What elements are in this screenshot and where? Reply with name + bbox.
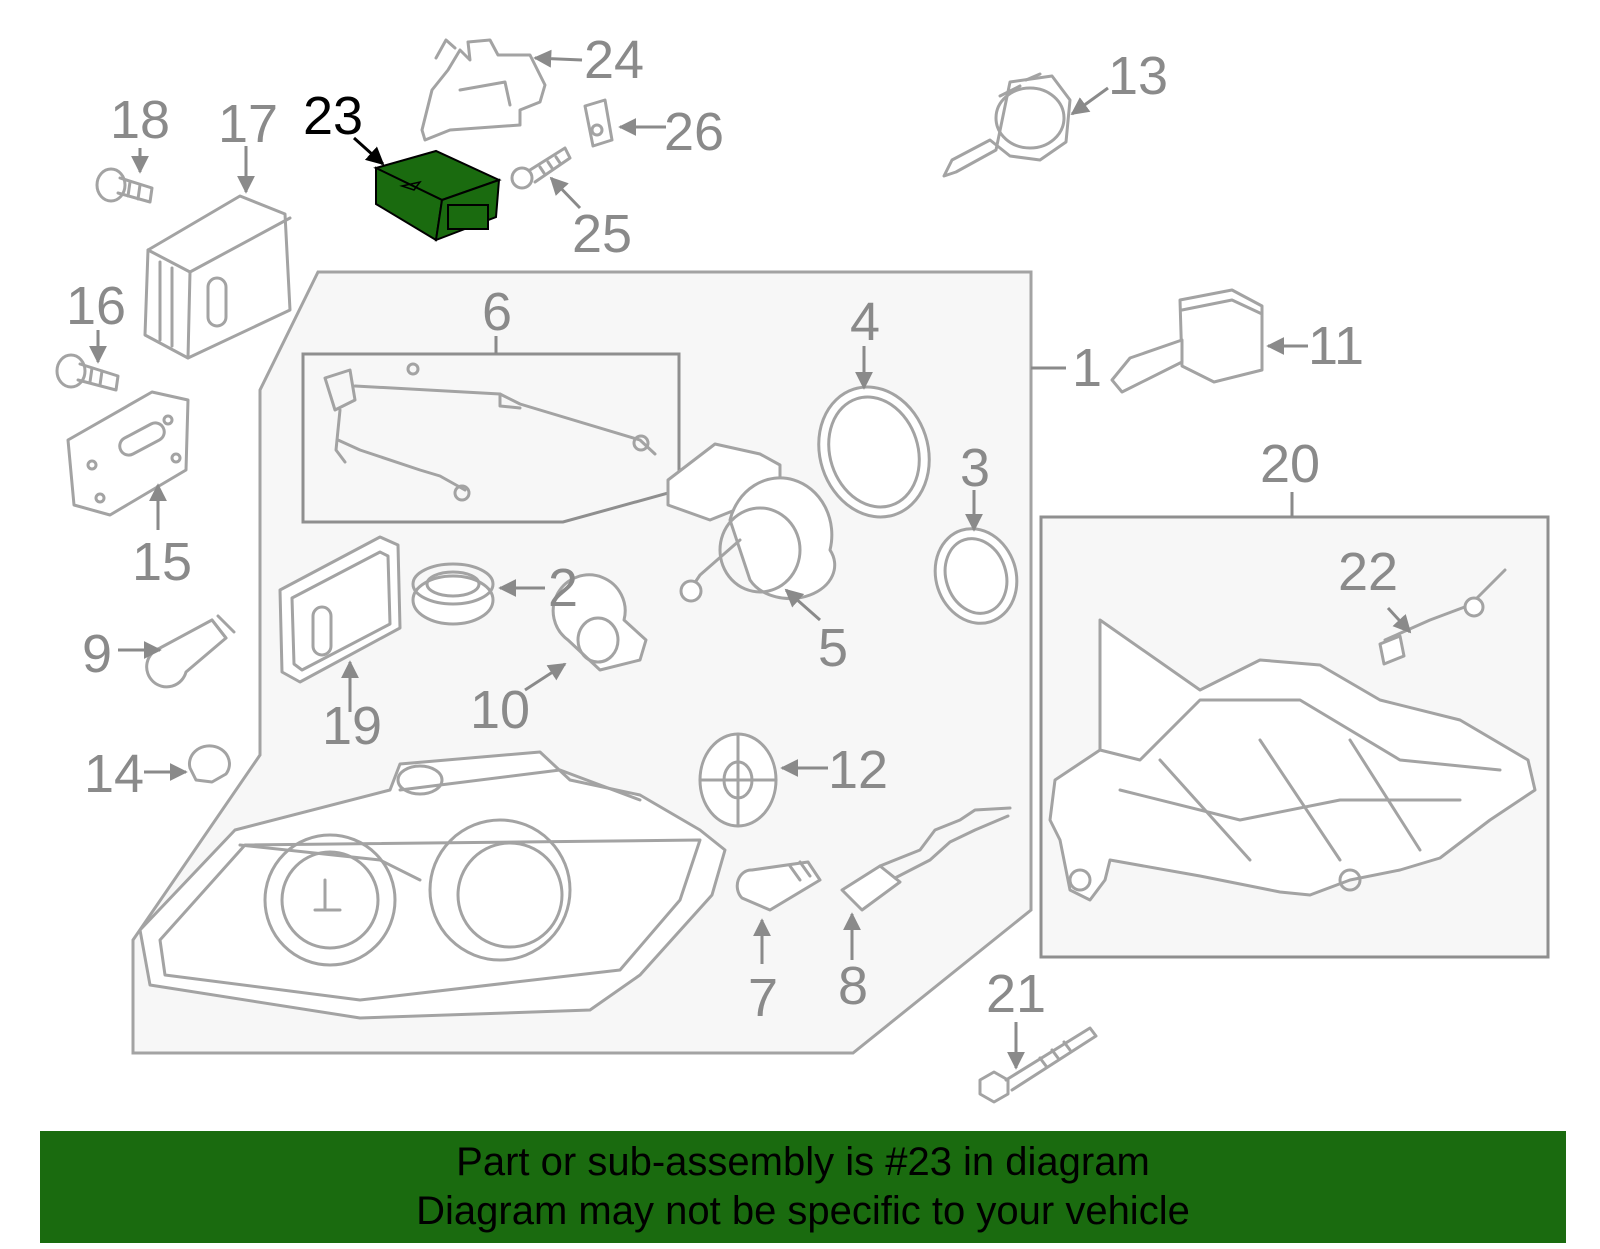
banner-line-2: Diagram may not be specific to your vehi… — [416, 1189, 1190, 1233]
callout-7: 7 — [748, 968, 778, 1028]
callout-18: 18 — [110, 90, 170, 150]
callout-9: 9 — [82, 624, 112, 684]
callout-8: 8 — [838, 956, 868, 1016]
leader-25 — [549, 176, 582, 210]
adjuster-12 — [698, 732, 778, 828]
mount-plate-15 — [66, 390, 190, 517]
control-module-23[interactable] — [373, 149, 502, 242]
leader-23 — [352, 136, 385, 166]
seal-ring-3 — [933, 527, 1019, 625]
callout-3: 3 — [960, 438, 990, 498]
screw-25 — [510, 146, 572, 190]
callout-10: 10 — [470, 680, 530, 740]
banner-line-1: Part or sub-assembly is #23 in diagram — [456, 1140, 1150, 1184]
xenon-bulb-11 — [1110, 288, 1264, 394]
callout-26: 26 — [664, 102, 724, 162]
cover-19 — [278, 535, 402, 684]
callout-13: 13 — [1108, 46, 1168, 106]
headlamp-unit — [138, 750, 727, 1020]
leader-24 — [533, 49, 583, 68]
leader-5 — [784, 588, 821, 622]
callout-17: 17 — [218, 94, 278, 154]
callout-25: 25 — [572, 204, 632, 264]
callout-20: 20 — [1260, 434, 1320, 494]
screw-18 — [95, 167, 154, 204]
clip-26 — [583, 98, 614, 148]
callout-5: 5 — [818, 618, 848, 678]
callout-16: 16 — [66, 276, 126, 336]
bulb-7 — [735, 860, 822, 912]
callout-14: 14 — [84, 744, 144, 804]
callout-6: 6 — [482, 282, 512, 342]
screw-16 — [55, 353, 120, 392]
callout-11: 11 — [1308, 316, 1364, 376]
sensor-arm-22 — [1378, 568, 1507, 666]
callout-19: 19 — [322, 696, 382, 756]
leveling-linkage-box — [301, 352, 681, 524]
callout-23: 23 — [303, 86, 363, 146]
plug-14 — [187, 744, 231, 784]
callout-15: 15 — [132, 532, 192, 592]
ballast-17 — [143, 194, 292, 360]
callout-24: 24 — [584, 30, 644, 90]
housing-20 — [1048, 618, 1537, 902]
callout-2: 2 — [548, 558, 578, 618]
leader-10 — [524, 662, 567, 692]
leveling-linkage-6 — [323, 362, 657, 502]
halogen-bulb-13 — [942, 72, 1072, 178]
callout-12: 12 — [828, 740, 888, 800]
leader-13 — [1070, 86, 1109, 116]
motor-5 — [666, 442, 837, 603]
bracket-24 — [420, 38, 547, 142]
callout-22: 22 — [1338, 542, 1398, 602]
callout-1: 1 — [1072, 338, 1102, 398]
info-banner: Part or sub-assembly is #23 in diagram D… — [40, 1131, 1566, 1243]
seal-ring-4 — [817, 385, 931, 519]
bolt-21 — [978, 1026, 1098, 1104]
socket-10 — [551, 573, 648, 672]
socket-wire-8 — [840, 806, 1012, 912]
leader-22 — [1386, 606, 1412, 634]
cap-2 — [411, 562, 495, 626]
callout-4: 4 — [850, 292, 880, 352]
callout-21: 21 — [986, 964, 1046, 1024]
